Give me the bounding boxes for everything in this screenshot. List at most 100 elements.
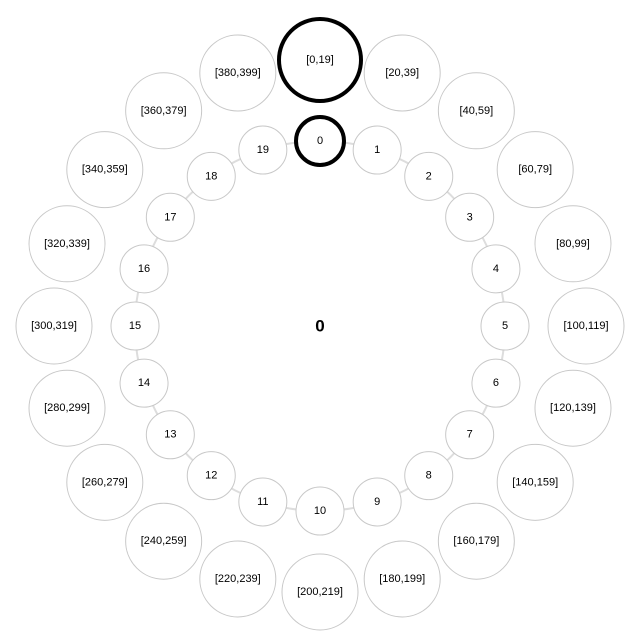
center-value: 0 xyxy=(315,317,324,336)
inner-number-item[interactable]: 12 xyxy=(186,451,236,501)
inner-number-item[interactable]: 13 xyxy=(145,410,195,460)
inner-number-item[interactable]: 18 xyxy=(186,151,236,201)
outer-range-circle[interactable] xyxy=(496,443,574,521)
outer-range-label: [100,119] xyxy=(563,320,608,332)
outer-range-circle[interactable] xyxy=(547,287,625,365)
outer-range-label: [280,299] xyxy=(44,402,90,414)
inner-number-circle[interactable] xyxy=(471,244,521,294)
outer-range-circle[interactable] xyxy=(437,502,515,580)
inner-number-circle[interactable] xyxy=(352,125,402,175)
outer-range-label: [140,159] xyxy=(512,476,558,488)
inner-number-circle[interactable] xyxy=(295,486,345,536)
outer-range-label: [40,59] xyxy=(460,105,494,117)
inner-number-label: 18 xyxy=(205,170,217,182)
outer-range-circle[interactable] xyxy=(496,131,574,209)
inner-number-label: 9 xyxy=(374,496,380,508)
outer-range-item[interactable]: [120,139] xyxy=(534,369,612,447)
outer-range-item[interactable]: [340,359] xyxy=(66,131,144,209)
outer-range-item[interactable]: [140,159] xyxy=(496,443,574,521)
inner-number-circle[interactable] xyxy=(145,192,195,242)
outer-range-item[interactable]: [360,379] xyxy=(125,72,203,150)
inner-number-item[interactable]: 17 xyxy=(145,192,195,242)
inner-number-item[interactable]: 0 xyxy=(294,115,346,167)
outer-range-label: [80,99] xyxy=(556,238,590,250)
outer-range-item[interactable]: [300,319] xyxy=(15,287,93,365)
inner-number-item[interactable]: 5 xyxy=(480,301,530,351)
inner-number-item[interactable]: 15 xyxy=(110,301,160,351)
outer-range-label: [60,79] xyxy=(518,164,552,176)
inner-number-item[interactable]: 14 xyxy=(119,358,169,408)
inner-number-item[interactable]: 10 xyxy=(295,486,345,536)
inner-number-item[interactable]: 1 xyxy=(352,125,402,175)
inner-number-circle[interactable] xyxy=(445,192,495,242)
inner-number-circle[interactable] xyxy=(145,410,195,460)
outer-range-item[interactable]: [100,119] xyxy=(547,287,625,365)
outer-range-item[interactable]: [220,239] xyxy=(199,540,277,618)
inner-number-item[interactable]: 8 xyxy=(404,451,454,501)
inner-number-circle[interactable] xyxy=(352,477,402,527)
outer-range-circle[interactable] xyxy=(66,131,144,209)
inner-number-circle[interactable] xyxy=(186,451,236,501)
outer-range-item[interactable]: [60,79] xyxy=(496,131,574,209)
inner-number-circle[interactable] xyxy=(186,151,236,201)
outer-range-item[interactable]: [40,59] xyxy=(437,72,515,150)
outer-range-circle[interactable] xyxy=(15,287,93,365)
inner-number-circle[interactable] xyxy=(119,244,169,294)
inner-number-circle[interactable] xyxy=(404,451,454,501)
outer-range-item[interactable]: [260,279] xyxy=(66,443,144,521)
outer-range-item[interactable]: [20,39] xyxy=(363,34,441,112)
outer-range-circle[interactable] xyxy=(363,540,441,618)
inner-number-circle[interactable] xyxy=(445,410,495,460)
inner-number-item[interactable]: 9 xyxy=(352,477,402,527)
outer-range-circle[interactable] xyxy=(363,34,441,112)
inner-number-circle[interactable] xyxy=(404,151,454,201)
inner-number-circle-selected[interactable] xyxy=(294,115,346,167)
inner-number-circle[interactable] xyxy=(110,301,160,351)
outer-range-circle[interactable] xyxy=(125,502,203,580)
inner-number-circle[interactable] xyxy=(238,125,288,175)
outer-range-item[interactable]: [0,19] xyxy=(277,17,363,103)
inner-number-item[interactable]: 6 xyxy=(471,358,521,408)
outer-range-item[interactable]: [240,259] xyxy=(125,502,203,580)
inner-number-circle[interactable] xyxy=(238,477,288,527)
outer-range-circle[interactable] xyxy=(28,369,106,447)
inner-number-label: 8 xyxy=(426,470,432,482)
inner-number-item[interactable]: 2 xyxy=(404,151,454,201)
outer-range-circle[interactable] xyxy=(199,540,277,618)
outer-range-item[interactable]: [160,179] xyxy=(437,502,515,580)
outer-range-item[interactable]: [200,219] xyxy=(281,553,359,631)
outer-range-circle[interactable] xyxy=(28,205,106,283)
outer-range-label: [20,39] xyxy=(385,67,419,79)
outer-range-circle[interactable] xyxy=(281,553,359,631)
inner-number-label: 11 xyxy=(257,496,268,508)
outer-range-circle[interactable] xyxy=(125,72,203,150)
outer-range-item[interactable]: [80,99] xyxy=(534,205,612,283)
inner-number-item[interactable]: 3 xyxy=(445,192,495,242)
outer-range-item[interactable]: [280,299] xyxy=(28,369,106,447)
outer-range-circle[interactable] xyxy=(534,205,612,283)
outer-range-label: [160,179] xyxy=(453,535,499,547)
outer-range-circle[interactable] xyxy=(199,34,277,112)
outer-range-item[interactable]: [380,399] xyxy=(199,34,277,112)
inner-number-label: 15 xyxy=(129,320,141,332)
inner-number-item[interactable]: 16 xyxy=(119,244,169,294)
outer-range-label: [120,139] xyxy=(550,402,596,414)
outer-range-item[interactable]: [180,199] xyxy=(363,540,441,618)
outer-range-label: [320,339] xyxy=(44,238,90,250)
inner-number-item[interactable]: 7 xyxy=(445,410,495,460)
outer-range-item[interactable]: [320,339] xyxy=(28,205,106,283)
inner-number-circle[interactable] xyxy=(480,301,530,351)
inner-number-item[interactable]: 11 xyxy=(238,477,288,527)
outer-range-label: [340,359] xyxy=(82,164,128,176)
outer-range-circle-selected[interactable] xyxy=(277,17,363,103)
outer-range-circle[interactable] xyxy=(66,443,144,521)
outer-range-circle[interactable] xyxy=(437,72,515,150)
outer-range-circle[interactable] xyxy=(534,369,612,447)
inner-number-label: 6 xyxy=(493,377,499,389)
outer-range-label: [360,379] xyxy=(141,105,187,117)
inner-number-circle[interactable] xyxy=(119,358,169,408)
inner-number-item[interactable]: 19 xyxy=(238,125,288,175)
inner-number-item[interactable]: 4 xyxy=(471,244,521,294)
outer-range-label: [240,259] xyxy=(141,535,187,547)
inner-number-circle[interactable] xyxy=(471,358,521,408)
